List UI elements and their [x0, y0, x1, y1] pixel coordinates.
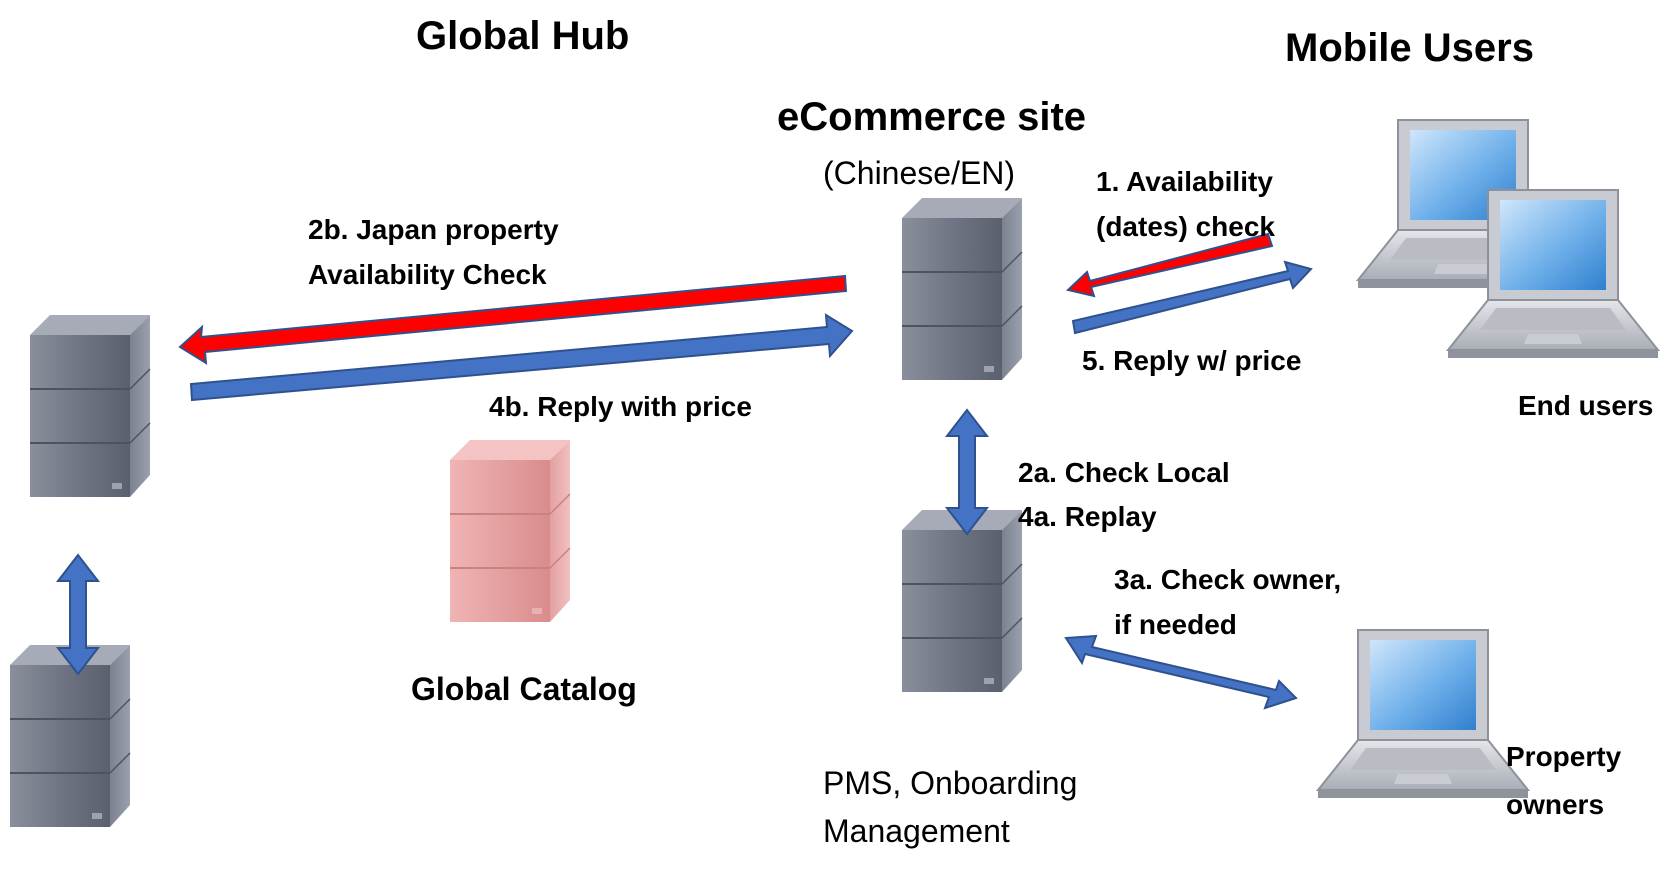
step-2b-label-line1: 2b. Japan property	[308, 214, 559, 245]
arrow-5-reply	[1071, 260, 1313, 335]
end-users-label: End users	[1518, 390, 1654, 421]
property-owners-label-line1: Property	[1506, 741, 1622, 772]
arrow-3a-double	[1064, 634, 1298, 710]
pms-label-line1: PMS, Onboarding	[823, 765, 1078, 801]
step-1-label-line1: 1. Availability	[1096, 166, 1273, 197]
hub-backend-server-icon	[9, 644, 131, 828]
ecommerce-site-subtitle: (Chinese/EN)	[823, 155, 1016, 191]
global-hub-heading: Global Hub	[416, 14, 630, 58]
step-2b-label-line2: Availability Check	[308, 259, 547, 290]
ecommerce-site-heading: eCommerce site	[777, 95, 1087, 139]
step-3a-label-line1: 3a. Check owner,	[1114, 564, 1342, 595]
pms-label-line2: Management	[823, 813, 1010, 849]
ecommerce-server-icon	[901, 197, 1023, 381]
global-hub-server-icon	[29, 314, 151, 498]
arrow-hub-backend-double	[55, 553, 101, 676]
property-owner-laptop-icon	[1317, 629, 1529, 799]
step-1-label-line2: (dates) check	[1096, 211, 1275, 242]
arrow-2a-4a-double	[944, 408, 990, 536]
property-owners-label-line2: owners	[1506, 789, 1605, 820]
arrow-1-request	[1065, 232, 1274, 298]
step-2a-label: 2a. Check Local	[1018, 457, 1230, 488]
step-5-label: 5. Reply w/ price	[1082, 345, 1302, 376]
global-catalog-label: Global Catalog	[411, 671, 637, 707]
arrow-4b-reply	[189, 313, 854, 402]
arrow-2b-request	[178, 274, 848, 365]
step-4b-label: 4b. Reply with price	[489, 391, 752, 422]
mobile-users-heading: Mobile Users	[1285, 26, 1534, 70]
global-catalog-server-icon	[449, 439, 571, 623]
step-4a-label: 4a. Replay	[1018, 501, 1157, 532]
pms-server-icon	[901, 509, 1023, 693]
step-3a-label-line2: if needed	[1114, 609, 1237, 640]
